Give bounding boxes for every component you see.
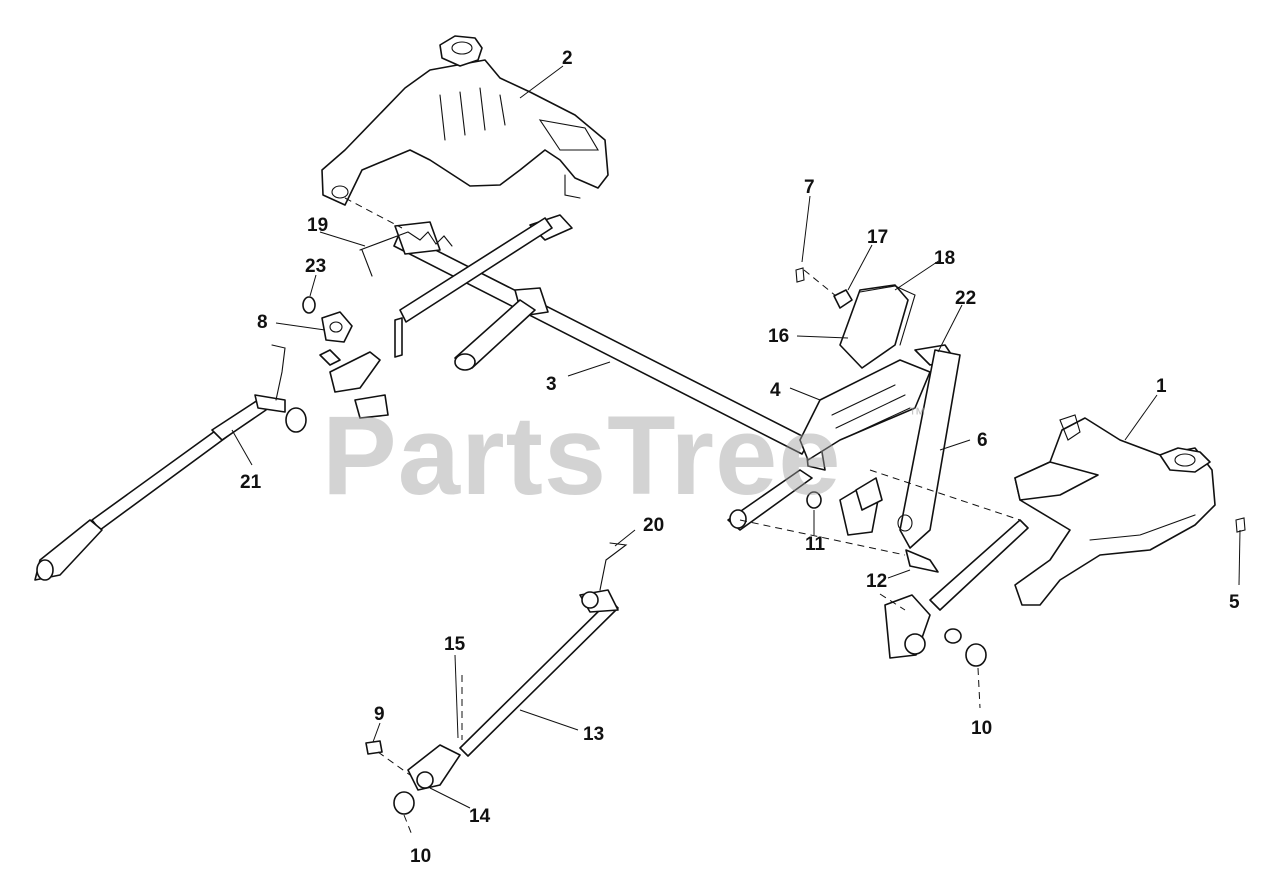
- callout-22: 22: [955, 288, 976, 309]
- callout-21: 21: [240, 472, 262, 493]
- callout-8: 8: [257, 312, 268, 333]
- part-9-pin[interactable]: [365, 740, 383, 755]
- part-11-nut[interactable]: [806, 491, 822, 509]
- part-7-screw[interactable]: [795, 267, 805, 283]
- callout-6: 6: [977, 430, 988, 451]
- part-5-bolt[interactable]: [1235, 517, 1246, 533]
- callout-20: 20: [643, 515, 664, 536]
- callout-11: 11: [805, 534, 826, 555]
- part-8-link[interactable]: [319, 311, 403, 419]
- callout-labels: 2 1 3 4 5 6 7 8 9 10 10 11 12 13 14 15 1…: [240, 48, 1240, 867]
- callout-4: 4: [770, 380, 781, 401]
- part-4-sector-plate[interactable]: [799, 359, 931, 461]
- callout-13: 13: [583, 724, 604, 745]
- watermark-text: PartsTree: [322, 393, 842, 518]
- upper-lift-arm: [399, 214, 573, 371]
- part-20-clip[interactable]: [599, 542, 628, 591]
- callout-1: 1: [1156, 376, 1167, 397]
- callout-9: 9: [374, 704, 385, 725]
- part-10-ring-right[interactable]: [965, 643, 987, 667]
- callout-10-left: 10: [410, 846, 431, 867]
- part-16-handle-plate[interactable]: [839, 284, 909, 369]
- part-2-left-bracket[interactable]: [321, 35, 609, 206]
- callout-16: 16: [768, 326, 789, 347]
- callout-14: 14: [469, 806, 491, 827]
- part-23-washer[interactable]: [302, 296, 316, 314]
- watermark-trademark: ™: [908, 404, 926, 424]
- callout-7: 7: [804, 177, 815, 198]
- callout-5: 5: [1229, 592, 1240, 613]
- callout-2: 2: [562, 48, 573, 69]
- part-19-spring[interactable]: [359, 231, 453, 277]
- callout-23: 23: [305, 256, 326, 277]
- part-13-lower-rod[interactable]: [459, 589, 619, 757]
- part-17-knob[interactable]: [833, 289, 853, 309]
- part-18-handle-grip[interactable]: [859, 285, 916, 346]
- part-6-lever-arm[interactable]: [897, 349, 961, 549]
- part-10-ring-left[interactable]: [393, 791, 415, 815]
- leader-lines: [231, 65, 1241, 809]
- callout-3: 3: [546, 374, 557, 395]
- part-12-bolt[interactable]: [905, 549, 939, 573]
- callout-15: 15: [444, 634, 466, 655]
- part-1-right-bracket[interactable]: [1014, 414, 1216, 606]
- callout-18: 18: [934, 248, 955, 269]
- part-21-rod[interactable]: [34, 344, 307, 581]
- callout-17: 17: [867, 227, 888, 248]
- callout-12: 12: [866, 571, 887, 592]
- callout-19: 19: [307, 215, 328, 236]
- front-lift-arm: [727, 469, 883, 536]
- callout-10-right: 10: [971, 718, 992, 739]
- front-right-rod: [884, 519, 1029, 659]
- part-14-clevis[interactable]: [407, 744, 461, 791]
- assembly-lines: [344, 197, 1021, 836]
